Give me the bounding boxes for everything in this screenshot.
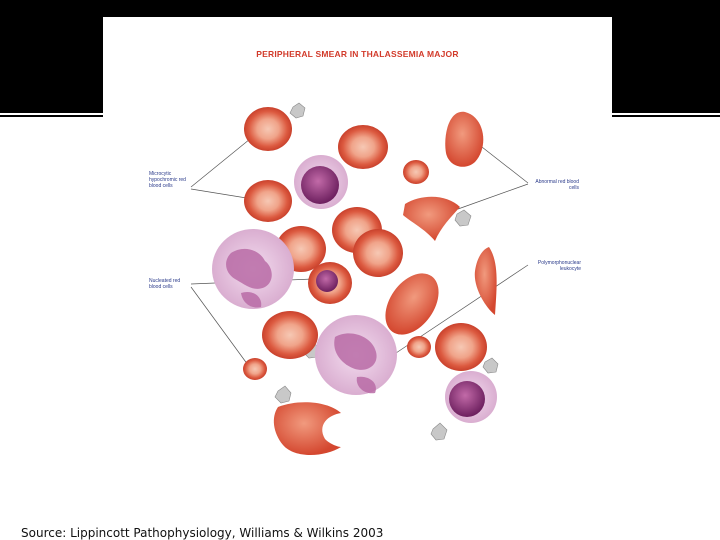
label-microcytic: Microcytic hypochromic red blood cells xyxy=(149,171,186,189)
platelets xyxy=(274,102,499,441)
figure-title: PERIPHERAL SMEAR IN THALASSEMIA MAJOR xyxy=(256,49,459,59)
white-cells xyxy=(212,155,497,423)
rule-line-left xyxy=(0,115,103,117)
source-caption: Source: Lippincott Pathophysiology, Will… xyxy=(21,526,384,540)
label-abnormal: Abnormal red blood cells xyxy=(535,179,579,191)
red-blood-cells xyxy=(243,107,497,455)
smear-drawing xyxy=(190,102,529,455)
rule-line-right xyxy=(612,115,720,117)
label-polymorphonuclear: Polymorphonuclear leukocyte xyxy=(537,260,581,272)
smear-illustration: PERIPHERAL SMEAR IN THALASSEMIA MAJOR Mi… xyxy=(103,17,612,487)
label-nucleated: Nucleated red blood cells xyxy=(149,278,181,290)
